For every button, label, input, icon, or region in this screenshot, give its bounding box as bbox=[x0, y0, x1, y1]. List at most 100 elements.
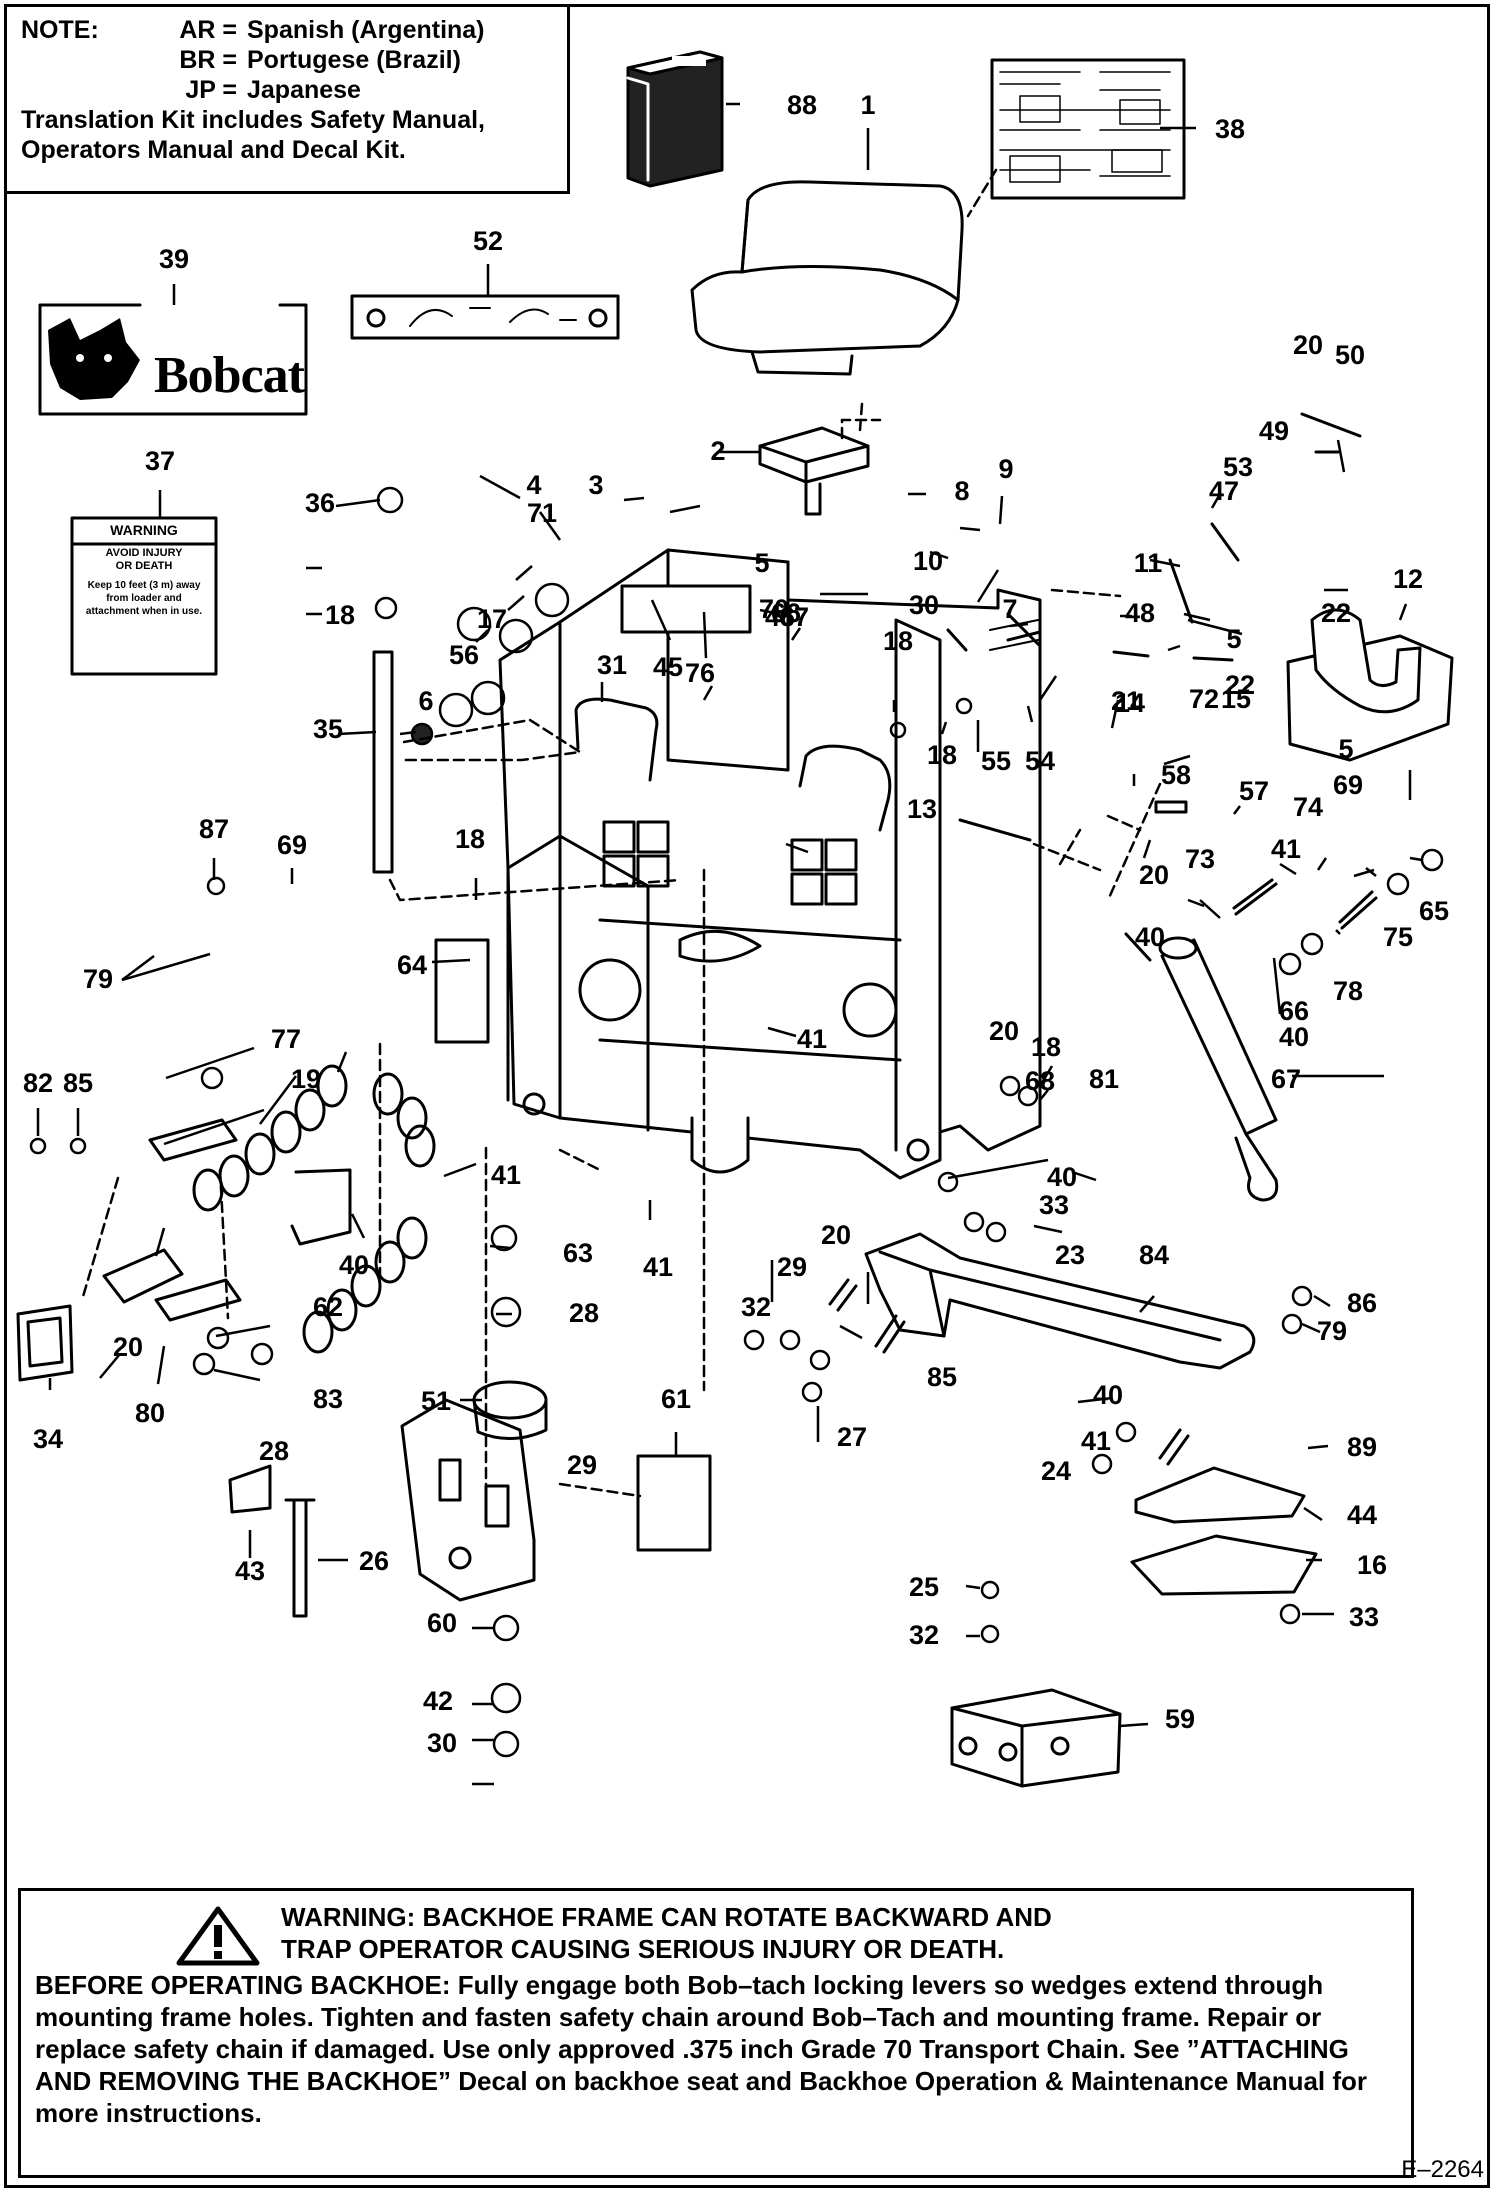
callout-88: 88 bbox=[787, 90, 817, 120]
callout-74: 74 bbox=[1293, 792, 1323, 822]
callout-11: 11 bbox=[1134, 548, 1163, 578]
callout-30: 30 bbox=[909, 590, 939, 620]
callout-79: 79 bbox=[83, 964, 113, 994]
callout-23: 23 bbox=[1055, 1240, 1085, 1270]
callout-62: 62 bbox=[313, 1292, 343, 1322]
decal-38-part bbox=[990, 58, 1186, 200]
lang-code: JP = bbox=[185, 76, 237, 104]
callout-70: 70 bbox=[759, 594, 789, 624]
callout-20: 20 bbox=[1139, 860, 1169, 890]
warning-title-1: WARNING: BACKHOE FRAME CAN ROTATE BACKWA… bbox=[281, 1902, 1052, 1932]
lang-code: BR = bbox=[179, 46, 237, 74]
plate-24-part bbox=[1134, 1466, 1306, 1524]
callout-5: 5 bbox=[1338, 734, 1353, 764]
callout-5: 5 bbox=[1226, 624, 1241, 654]
callout-22: 22 bbox=[1225, 670, 1255, 700]
decal-37-body: Keep 10 feet (3 m) away from loader and … bbox=[85, 580, 203, 617]
callout-18: 18 bbox=[325, 600, 355, 630]
callout-18: 18 bbox=[1031, 1032, 1061, 1062]
callout-20: 20 bbox=[989, 1016, 1019, 1046]
callout-41: 41 bbox=[491, 1160, 521, 1190]
callout-3: 3 bbox=[588, 470, 603, 500]
callout-32: 32 bbox=[909, 1620, 939, 1650]
callout-25: 25 bbox=[909, 1572, 939, 1602]
callout-75: 75 bbox=[1383, 922, 1413, 952]
callout-41: 41 bbox=[1271, 834, 1301, 864]
callout-87: 87 bbox=[199, 814, 229, 844]
callout-51: 51 bbox=[421, 1386, 451, 1416]
pin-43-part bbox=[284, 1498, 316, 1618]
callout-19: 19 bbox=[291, 1064, 321, 1094]
callout-55: 55 bbox=[981, 746, 1011, 776]
callout-9: 9 bbox=[998, 454, 1013, 484]
callout-50: 50 bbox=[1335, 340, 1365, 370]
callout-61: 61 bbox=[661, 1384, 691, 1414]
logo-border bbox=[38, 303, 308, 416]
callout-64: 64 bbox=[397, 950, 427, 980]
decal-52-part bbox=[350, 294, 620, 340]
lang-code: AR = bbox=[179, 16, 237, 44]
callout-63: 63 bbox=[563, 1238, 593, 1268]
callout-21: 21 bbox=[1111, 686, 1141, 716]
page-frame bbox=[4, 4, 1490, 2188]
callout-28: 28 bbox=[569, 1298, 599, 1328]
callout-66: 66 bbox=[771, 598, 801, 628]
callout-29: 29 bbox=[777, 1252, 807, 1282]
plate-26-part bbox=[1130, 1534, 1318, 1596]
callout-17: 17 bbox=[477, 604, 507, 634]
callout-56: 56 bbox=[449, 640, 479, 670]
callout-12: 12 bbox=[1393, 564, 1423, 594]
callout-85: 85 bbox=[927, 1362, 957, 1392]
callout-86: 86 bbox=[1347, 1288, 1377, 1318]
hook-part bbox=[1286, 608, 1454, 762]
callout-26: 26 bbox=[359, 1546, 389, 1576]
plate-85-lower-part bbox=[154, 1278, 242, 1322]
callout-10: 10 bbox=[913, 546, 943, 576]
plate-86-part bbox=[102, 1248, 184, 1304]
callout-53: 53 bbox=[1223, 452, 1253, 482]
callout-38: 38 bbox=[1215, 114, 1245, 144]
callout-30: 30 bbox=[427, 1728, 457, 1758]
lang-name: Portugese (Brazil) bbox=[247, 46, 461, 74]
plate-85-upper-part bbox=[148, 1118, 238, 1162]
callout-20: 20 bbox=[113, 1332, 143, 1362]
warning-title-2: TRAP OPERATOR CAUSING SERIOUS INJURY OR … bbox=[281, 1934, 1005, 1964]
callout-68: 68 bbox=[1025, 1066, 1055, 1096]
lang-name: Spanish (Argentina) bbox=[247, 16, 485, 44]
warning-decal-37: WARNING AVOID INJURY OR DEATH Keep 10 fe… bbox=[74, 520, 214, 672]
clip-44-part bbox=[228, 1464, 272, 1514]
callout-7: 7 bbox=[1002, 594, 1017, 624]
bobcat-logo-text: Bobcat bbox=[154, 347, 305, 404]
latch-83-part bbox=[16, 1304, 74, 1382]
manual-box-part bbox=[626, 50, 724, 188]
translation-note: NOTE:AR =Spanish (Argentina) BR =Portuge… bbox=[4, 4, 570, 194]
hydraulic-cylinder-part bbox=[1158, 936, 1279, 1202]
note-line-1: Translation Kit includes Safety Manual, bbox=[21, 106, 485, 134]
callout-71: 71 bbox=[527, 498, 557, 528]
callout-37: 37 bbox=[145, 446, 175, 476]
decal-51-part bbox=[636, 1454, 712, 1552]
callout-57: 57 bbox=[1239, 776, 1269, 806]
callout-20: 20 bbox=[821, 1220, 851, 1250]
callout-40: 40 bbox=[1279, 1022, 1309, 1052]
callout-18: 18 bbox=[455, 824, 485, 854]
callout-58: 58 bbox=[1161, 760, 1191, 790]
callout-27: 27 bbox=[837, 1422, 867, 1452]
callout-66: 66 bbox=[1279, 996, 1309, 1026]
callout-8: 8 bbox=[954, 476, 969, 506]
decal-37-header: WARNING bbox=[110, 522, 178, 538]
callout-16: 16 bbox=[1357, 1550, 1387, 1580]
decal-75-part bbox=[434, 938, 490, 1044]
callout-2: 2 bbox=[710, 436, 725, 466]
callout-67: 67 bbox=[779, 602, 809, 632]
bracket-84-part bbox=[290, 1168, 352, 1246]
callout-52: 52 bbox=[473, 226, 503, 256]
callout-6: 6 bbox=[418, 686, 433, 716]
callout-60: 60 bbox=[427, 1608, 457, 1638]
decal-37-line2: OR DEATH bbox=[115, 560, 173, 572]
callout-40: 40 bbox=[1047, 1162, 1077, 1192]
battery-part bbox=[950, 1688, 1122, 1788]
callout-22: 22 bbox=[1321, 598, 1351, 628]
